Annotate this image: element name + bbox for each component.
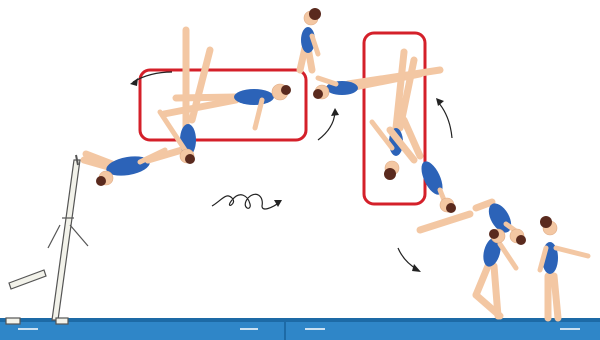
floor-mat (0, 318, 600, 340)
rotation-arrow-1 (130, 72, 172, 86)
gymnast-pose-1 (84, 150, 182, 186)
gymnast-pose-9 (476, 229, 516, 316)
uneven-bars-apparatus (6, 155, 88, 324)
gymnast-pose-6 (372, 52, 414, 180)
twist-loop-arrow (212, 194, 282, 209)
gymnast-pose-10 (540, 216, 588, 318)
rotation-arrow-3 (436, 98, 452, 138)
gymnast-pose-8 (420, 200, 526, 245)
gymnast-pose-4 (300, 8, 321, 70)
gymnast-pose-5 (313, 70, 440, 99)
rotation-arrow-2 (318, 108, 339, 140)
rotation-arrow-4 (398, 248, 421, 272)
